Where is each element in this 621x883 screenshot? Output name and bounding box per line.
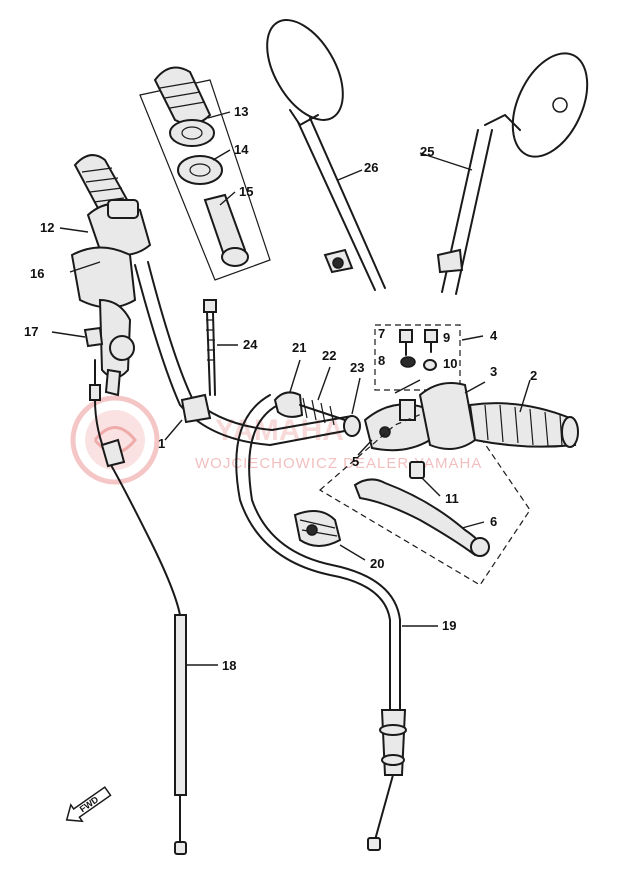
- callout-24: 24: [243, 337, 258, 352]
- cable-18: [89, 359, 187, 855]
- cable-19: [235, 394, 407, 851]
- bolt-11: [409, 461, 425, 479]
- callout-14: 14: [234, 142, 249, 157]
- mirror-25: [436, 52, 589, 295]
- watermark-main: YAMAHA: [215, 414, 344, 447]
- left-grip-assembly: [70, 154, 152, 397]
- mirror-26: [266, 19, 386, 291]
- callout-6: 6: [490, 514, 497, 529]
- callout-5: 5: [352, 454, 359, 469]
- callout-18: 18: [222, 658, 236, 673]
- grip-spare-set: [139, 66, 271, 281]
- callout-12: 12: [40, 220, 54, 235]
- callouts: 1 2 3 4 5 6 7 8 9 10 11 12 13 14 15 16 1…: [24, 104, 537, 673]
- callout-20: 20: [370, 556, 384, 571]
- callout-22: 22: [322, 348, 336, 363]
- callout-9: 9: [443, 330, 450, 345]
- small-hardware: [399, 329, 438, 371]
- right-grip-assembly: [418, 382, 579, 450]
- leader-lines: [51, 111, 531, 666]
- lever-6: [353, 478, 490, 557]
- callout-25: 25: [420, 144, 434, 159]
- adjuster-20: [293, 510, 342, 547]
- callout-8: 8: [378, 353, 385, 368]
- lever-holder-assembly: [273, 391, 431, 452]
- watermark-sub: WOJCIECHOWICZ DEALER YAMAHA: [195, 455, 482, 472]
- callout-3: 3: [490, 364, 497, 379]
- callout-4: 4: [490, 328, 498, 343]
- callout-15: 15: [239, 184, 253, 199]
- callout-10: 10: [443, 356, 457, 371]
- clip-17: [83, 326, 104, 348]
- callout-23: 23: [350, 360, 364, 375]
- callout-2: 2: [530, 368, 537, 383]
- callout-17: 17: [24, 324, 38, 339]
- handlebar: [134, 261, 353, 446]
- callout-21: 21: [292, 340, 306, 355]
- callout-13: 13: [234, 104, 248, 119]
- callout-16: 16: [30, 266, 44, 281]
- callout-26: 26: [364, 160, 378, 175]
- callout-19: 19: [442, 618, 456, 633]
- callout-11: 11: [445, 491, 459, 506]
- fwd-arrow: FWD: [65, 786, 112, 823]
- callout-1: 1: [158, 436, 165, 451]
- cable-strap: [203, 299, 217, 396]
- subassembly-box: [374, 324, 461, 391]
- lever-outline-box: [318, 399, 531, 586]
- callout-7: 7: [378, 326, 385, 341]
